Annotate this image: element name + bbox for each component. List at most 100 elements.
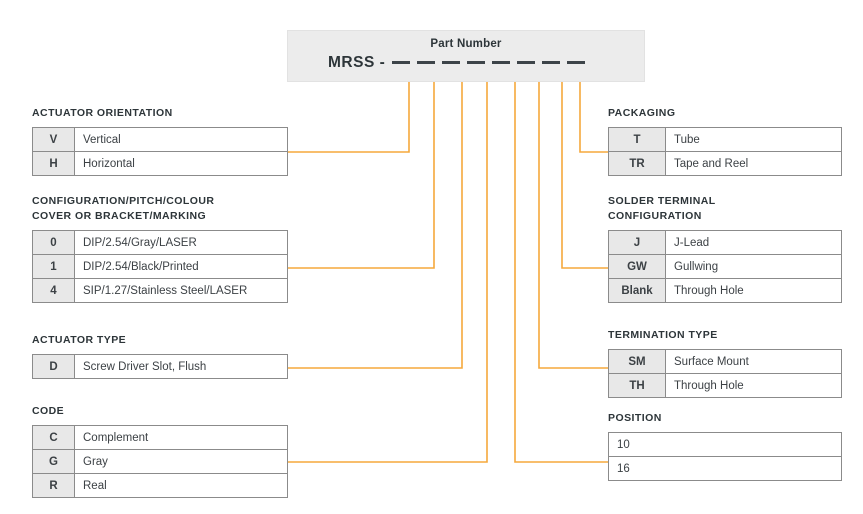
table-row: H Horizontal [32,151,288,176]
blank-6 [517,61,536,64]
group-title-line-1: SOLDER TERMINAL [608,195,716,207]
blank-7 [542,61,561,64]
table-row: C Complement [32,425,288,450]
group-packaging: PACKAGING T Tube TR Tape and Reel [608,106,842,176]
option-code: H [32,151,75,176]
connector-code [288,82,488,463]
option-desc: DIP/2.54/Gray/LASER [74,230,288,255]
option-code: V [32,127,75,152]
option-code: TH [608,373,666,398]
option-desc: DIP/2.54/Black/Printed [74,254,288,279]
option-code: TR [608,151,666,176]
option-desc: Real [74,473,288,498]
option-code: C [32,425,75,450]
group-title-packaging: PACKAGING [608,107,676,119]
table-solder-terminal: J J-Lead GW Gullwing Blank Through Hole [608,230,842,303]
option-desc: Gullwing [665,254,842,279]
table-row: TR Tape and Reel [608,151,842,176]
group-actuator-orientation: ACTUATOR ORIENTATION V Vertical H Horizo… [32,106,288,176]
group-termination-type: TERMINATION TYPE SM Surface Mount TH Thr… [608,328,842,398]
connector-actuator-type [288,82,463,369]
option-desc: Horizontal [74,151,288,176]
option-code: D [32,354,75,379]
group-title-termination-type: TERMINATION TYPE [608,329,718,341]
table-row: D Screw Driver Slot, Flush [32,354,288,379]
option-code: GW [608,254,666,279]
option-desc: Surface Mount [665,349,842,374]
part-number-header: Part Number MRSS - [287,30,645,82]
group-solder-terminal: SOLDER TERMINAL CONFIGURATION J J-Lead G… [608,194,842,303]
table-row: G Gray [32,449,288,474]
option-code: 1 [32,254,75,279]
table-row: 10 [608,432,842,457]
group-title-actuator-orientation: ACTUATOR ORIENTATION [32,107,173,119]
table-row: V Vertical [32,127,288,152]
option-desc: Through Hole [665,373,842,398]
option-code: 4 [32,278,75,303]
connector-actuator-orientation [288,82,410,153]
option-desc: Through Hole [665,278,842,303]
table-row: SM Surface Mount [608,349,842,374]
option-desc: Vertical [74,127,288,152]
table-row: J J-Lead [608,230,842,255]
option-code: J [608,230,666,255]
page-title: Part Number [430,38,502,50]
option-value: 16 [608,456,842,481]
option-code: SM [608,349,666,374]
table-row: 1 DIP/2.54/Black/Printed [32,254,288,279]
group-actuator-type: ACTUATOR TYPE D Screw Driver Slot, Flush [32,333,288,379]
blank-5 [492,61,511,64]
blank-8 [567,61,586,64]
option-code: T [608,127,666,152]
group-title-line-2: CONFIGURATION [608,210,702,222]
option-desc: Tape and Reel [665,151,842,176]
blank-2 [417,61,436,64]
table-row: TH Through Hole [608,373,842,398]
part-number-code: MRSS - [288,54,644,72]
group-code: CODE C Complement G Gray R Real [32,404,288,498]
group-title-solder-terminal: SOLDER TERMINAL CONFIGURATION [608,194,842,224]
table-row: 4 SIP/1.27/Stainless Steel/LASER [32,278,288,303]
option-desc: J-Lead [665,230,842,255]
table-row: Blank Through Hole [608,278,842,303]
option-code: 0 [32,230,75,255]
group-title-code: CODE [32,405,65,417]
connector-position [514,82,608,463]
blank-4 [467,61,486,64]
blank-1 [392,61,411,64]
connector-configuration [288,82,435,269]
option-desc: SIP/1.27/Stainless Steel/LASER [74,278,288,303]
part-number-blanks [385,54,586,71]
group-position: POSITION 10 16 [608,411,842,481]
table-row: T Tube [608,127,842,152]
connector-solder-terminal [561,82,608,269]
table-row: GW Gullwing [608,254,842,279]
group-configuration: CONFIGURATION/PITCH/COLOUR COVER OR BRAC… [32,194,288,303]
table-packaging: T Tube TR Tape and Reel [608,127,842,176]
group-title-actuator-type: ACTUATOR TYPE [32,334,127,346]
table-termination-type: SM Surface Mount TH Through Hole [608,349,842,398]
option-code: R [32,473,75,498]
blank-3 [442,61,461,64]
table-configuration: 0 DIP/2.54/Gray/LASER 1 DIP/2.54/Black/P… [32,230,288,303]
connector-termination-type [538,82,608,369]
table-actuator-type: D Screw Driver Slot, Flush [32,354,288,379]
table-actuator-orientation: V Vertical H Horizontal [32,127,288,176]
table-code: C Complement G Gray R Real [32,425,288,498]
connector-packaging [579,82,608,153]
option-desc: Tube [665,127,842,152]
table-row: 0 DIP/2.54/Gray/LASER [32,230,288,255]
option-desc: Complement [74,425,288,450]
option-code: G [32,449,75,474]
table-row: R Real [32,473,288,498]
option-desc: Gray [74,449,288,474]
part-number-prefix: MRSS - [328,54,386,71]
option-code: Blank [608,278,666,303]
group-title-configuration: CONFIGURATION/PITCH/COLOUR COVER OR BRAC… [32,194,288,224]
option-desc: Screw Driver Slot, Flush [74,354,288,379]
group-title-line-2: COVER OR BRACKET/MARKING [32,210,207,222]
group-title-position: POSITION [608,412,662,424]
table-row: 16 [608,456,842,481]
option-value: 10 [608,432,842,457]
